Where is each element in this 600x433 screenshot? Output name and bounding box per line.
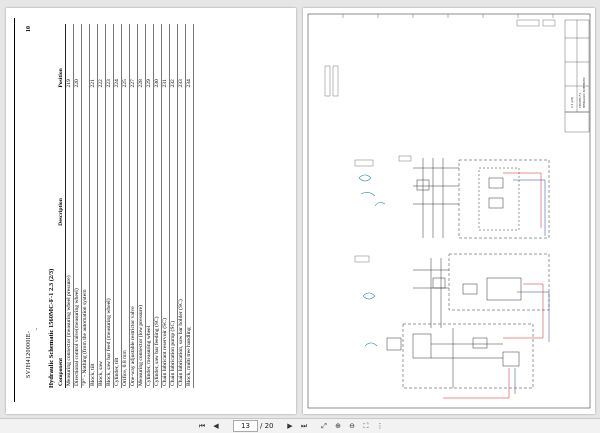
more-options-icon[interactable]: ⋮ [376,422,384,430]
last-page-icon[interactable]: ⏭ [300,422,308,430]
cell-position: 233 [177,24,186,90]
cell-component: Chain lubrication, saw bar holder (SC) [177,227,186,388]
column-header-description: Description [58,89,66,228]
table-row: Directional control valve(measuring whee… [73,24,82,388]
table-row: Block, multi tree handling 234 [185,24,194,388]
component-table: Component Description Position Measuring… [58,24,194,388]
cell-position: 222 [97,24,106,90]
cell-position: 223 [105,24,114,90]
document-dash: - [34,328,40,330]
fullscreen-icon[interactable]: ⛶ [363,422,369,430]
cell-component: One-way adjustable restrictor valve [129,227,138,388]
cell-position: 228 [137,24,146,90]
table-row: Chain lubrication, saw bar holder (SC) 23… [177,24,186,388]
cell-description [185,89,194,228]
cell-component: Block, saw [97,227,106,388]
first-page-icon[interactable]: ⏮ [198,422,206,430]
cell-position: 224 [113,24,122,90]
page-left: SVJH4120000IE- - 10 Hydraulic Schematic … [6,8,296,414]
cell-description [89,89,98,228]
page-total: / 20 [260,422,274,430]
cell-description [177,89,186,228]
cell-position: 234 [185,24,194,90]
cell-position: 232 [169,24,178,90]
column-header-position: Position [58,24,66,90]
cell-component: Block, multi tree handling [185,227,194,388]
table-row: Cylinder, measuring wheel 229 [145,24,154,388]
cell-position: 221 [89,24,98,90]
column-header-component: Component [58,227,66,388]
cell-description [161,89,170,228]
title-block-line-3: 2.3 (2/3) [570,97,574,108]
page-number-input[interactable]: 13 [233,420,258,432]
table-row: Block, tilt 221 [89,24,98,388]
cell-component: Directional control valve(measuring whee… [73,227,82,388]
table-row: Cylinder, tilt 224 [113,24,122,388]
cell-position: 230 [153,24,162,90]
cell-description [145,89,154,228]
cell-position: 229 [145,24,154,90]
cell-description [153,89,162,228]
cell-position: 220 [73,24,82,90]
zoom-in-icon[interactable]: ⊕ [335,422,341,430]
cell-description [105,89,114,228]
page-frame-line [14,18,15,402]
cell-component: Orifice, 0.8 mm [121,227,130,388]
title-block-line-1: HYDRAULIC SCHEMATIC [582,77,586,108]
cell-position: 227 [129,24,138,90]
cell-position: 219 [65,24,74,90]
table-row: Block, saw bar feed (measuring wheel) 223 [105,24,114,388]
cell-description [73,89,82,228]
rotated-content: SVJH4120000IE- - 10 Hydraulic Schematic … [24,22,276,390]
cell-description [97,89,106,228]
page-right: HYDRAULIC SCHEMATIC 1560MC-F-1 2.3 (2/3) [303,8,595,414]
page-number: 10 [26,26,32,32]
cell-component: Cylinder, measuring wheel [145,227,154,388]
table-row: Chain lubrication pump (SC) 232 [169,24,178,388]
next-page-icon[interactable]: ▶ [287,422,293,430]
previous-page-icon[interactable]: ◀ [213,422,219,430]
cell-component: Chain lubrication pump (SC) [169,227,178,388]
table-header-row: Component Description Position [58,24,66,388]
table-row: One-way adjustable restrictor valve 227 [129,24,138,388]
cell-description [121,89,130,228]
cell-component: "P" - Nothing (from the automation syste… [81,227,90,388]
cell-position [81,24,90,90]
cell-component: Measuring connector (low pressure) [137,227,146,388]
document-id: SVJH4120000IE- [26,330,32,378]
cell-component: Block, tilt [89,227,98,388]
cell-component: Measuring connector (measuring wheel pre… [65,227,74,388]
title-block-line-2: 1560MC-F-1 [578,92,582,108]
pdf-toolbar: ⏮ ◀ 13 / 20 ▶ ⏭ ⤢ ⊕ ⊖ ⛶ ⋮ [0,418,600,433]
table-row: Cylinder, saw bar feeding (SC) 230 [153,24,162,388]
table-row: Orifice, 0.8 mm 225 [121,24,130,388]
table-row: Chain lubricant reservoir (SC) 231 [161,24,170,388]
table-row: Measuring connector (measuring wheel pre… [65,24,74,388]
hydraulic-schematic: HYDRAULIC SCHEMATIC 1560MC-F-1 2.3 (2/3) [307,13,591,409]
cell-description [113,89,122,228]
cell-position: 231 [161,24,170,90]
table-row: "P" - Nothing (from the automation syste… [81,24,90,388]
cell-component: Chain lubricant reservoir (SC) [161,227,170,388]
table-row: Measuring connector (low pressure) 228 [137,24,146,388]
cell-position: 225 [121,24,130,90]
cell-description [169,89,178,228]
cell-component: Cylinder, tilt [113,227,122,388]
table-row: Block, saw 222 [97,24,106,388]
zoom-out-icon[interactable]: ⊖ [349,422,355,430]
cell-description [65,89,74,228]
fit-page-icon[interactable]: ⤢ [321,422,327,430]
document-viewer[interactable]: SVJH4120000IE- - 10 Hydraulic Schematic … [0,0,600,418]
cell-component: Block, saw bar feed (measuring wheel) [105,227,114,388]
cell-description [129,89,138,228]
cell-description [137,89,146,228]
cell-component: Cylinder, saw bar feeding (SC) [153,227,162,388]
section-title: Hydraulic Schematic 1560MC-F-1 2.3 (2/3) [48,268,55,388]
cell-description [81,89,90,228]
